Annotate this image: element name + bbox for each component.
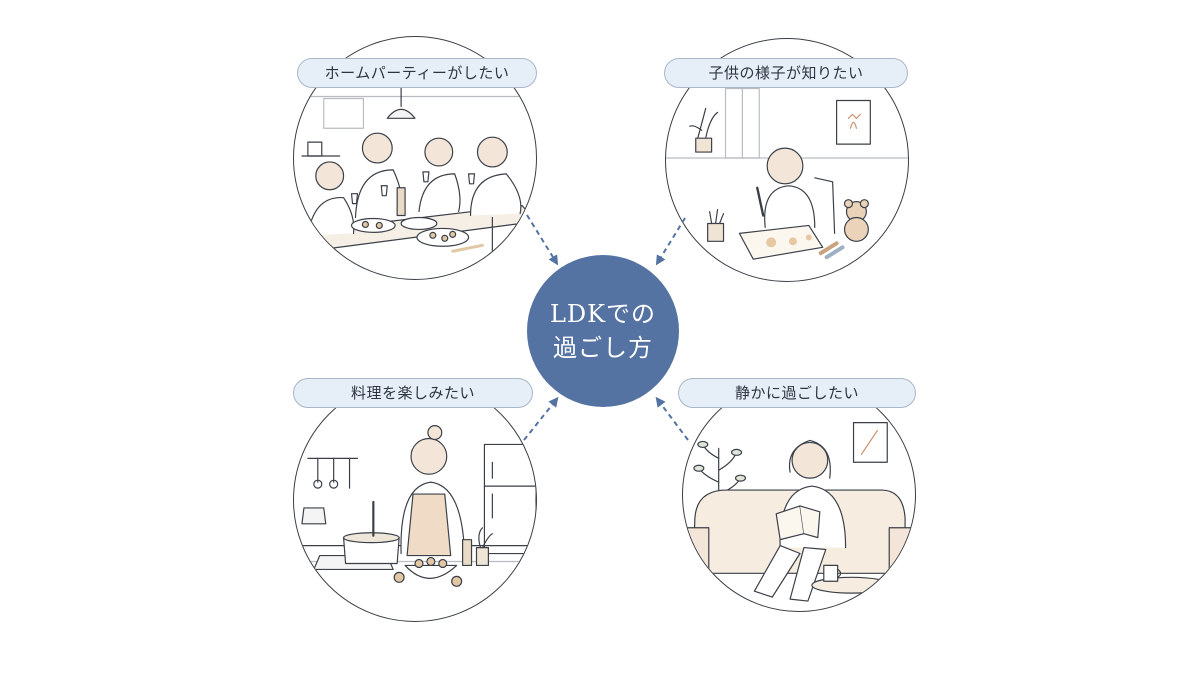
quiet-illustration — [686, 422, 914, 602]
label-kids: 子供の様子が知りたい — [664, 58, 908, 88]
center-title-line2: 過ごし方 — [553, 334, 653, 362]
arrow-kids — [655, 217, 686, 266]
arrow-quiet — [655, 396, 689, 441]
party-illustration — [294, 76, 536, 279]
label-cook: 料理を楽しみたい — [293, 378, 533, 408]
label-party: ホームパーティーがしたい — [297, 58, 537, 88]
arrow-cook — [523, 396, 559, 441]
cook-illustration — [294, 425, 536, 587]
kids-illustration — [666, 87, 908, 260]
arrow-party — [526, 214, 559, 266]
label-quiet: 静かに過ごしたい — [678, 378, 916, 408]
scene-quiet-illustration — [682, 378, 916, 612]
center-title-circle: LDKでの 過ごし方 — [527, 255, 679, 407]
scene-cook-illustration — [293, 378, 537, 622]
center-title-line1: LDKでの — [549, 300, 657, 328]
